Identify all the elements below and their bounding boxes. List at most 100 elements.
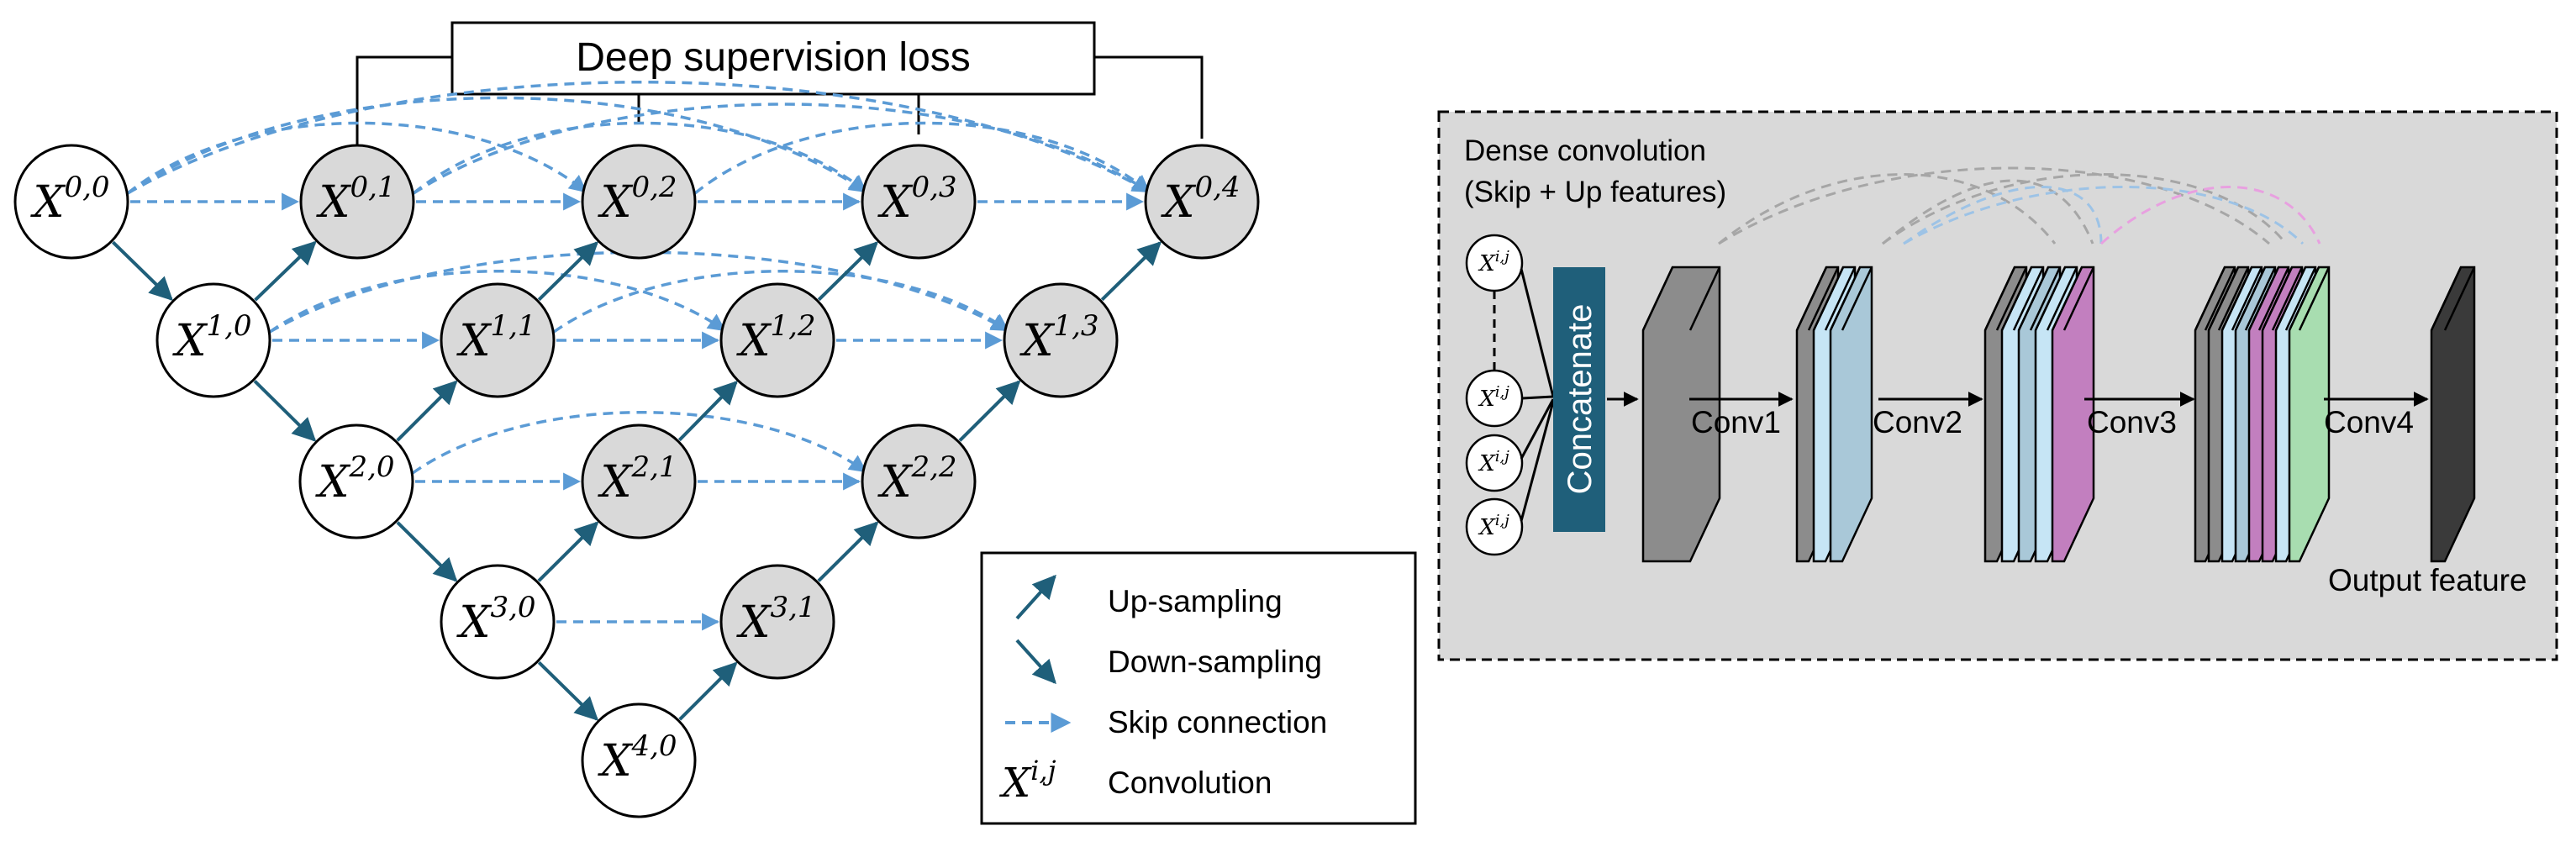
legend: Up-sampling Down-sampling Skip connectio… xyxy=(980,551,1417,825)
loss-box-label: Deep supervision loss xyxy=(576,35,971,80)
skip-connections xyxy=(126,81,1151,631)
svg-text:Xi,j: Xi,j xyxy=(1478,512,1509,540)
node-circle xyxy=(581,144,697,260)
node-circle xyxy=(1144,144,1260,260)
node-x3-1: X3,1 xyxy=(719,564,835,680)
legend-down-arrow-icon xyxy=(1015,639,1056,685)
skip-connection-arrow xyxy=(693,121,1151,195)
up-sampling-arrow xyxy=(537,521,599,582)
node-x1-0: X1,0 xyxy=(155,282,271,398)
node-circle xyxy=(440,282,556,398)
up-sampling-arrow xyxy=(537,241,599,302)
node-label: X2,2 xyxy=(877,450,956,508)
node-circle xyxy=(719,282,835,398)
legend-down-label: Down-sampling xyxy=(1108,644,1322,679)
node-x0-0: X0,0 xyxy=(13,144,129,260)
conv2-label: Conv2 xyxy=(1873,405,1962,439)
node-label: X2,1 xyxy=(597,450,677,508)
node-x4-0: X4,0 xyxy=(581,702,697,818)
feature-layers xyxy=(1641,266,2476,563)
skip-connection-arrow xyxy=(552,270,1009,334)
node-x0-1: X0,1 xyxy=(299,144,415,260)
node-x1-3: X1,3 xyxy=(1003,282,1119,398)
dense-skip-arcs xyxy=(1718,166,2321,245)
down-sampling-arrow xyxy=(111,240,173,302)
node-label: X1,2 xyxy=(735,309,815,366)
dense-title-line2: (Skip + Up features) xyxy=(1464,176,1726,208)
node-label: X4,0 xyxy=(597,729,677,786)
legend-up-label: Up-sampling xyxy=(1108,584,1283,618)
conv4-label: Conv4 xyxy=(2324,405,2414,439)
node-x1-1: X1,1 xyxy=(440,282,556,398)
node-label: X1,0 xyxy=(171,309,251,366)
node-x3-0: X3,0 xyxy=(440,564,556,680)
concatenate-label: Concatenate xyxy=(1562,304,1599,495)
legend-skip-label: Skip connection xyxy=(1108,705,1327,739)
node-label: X1,3 xyxy=(1019,309,1098,366)
down-sampling-arrow xyxy=(396,521,458,582)
dense-input-node: Xi,j xyxy=(1465,497,1524,556)
skip-connection-arrow xyxy=(412,121,867,195)
skip-connection-arrow xyxy=(269,250,1009,334)
svg-text:Xi,j: Xi,j xyxy=(1478,248,1509,276)
conv3-label: Conv3 xyxy=(2087,405,2177,439)
node-circle xyxy=(719,564,835,680)
legend-up-arrow-icon xyxy=(1015,574,1056,620)
node-label: X0,3 xyxy=(877,171,956,228)
dense-input-node: Xi,j xyxy=(1465,434,1524,492)
up-sampling-arrow xyxy=(677,380,738,442)
skip-connection-arrow xyxy=(127,96,867,195)
node-label: X0,1 xyxy=(315,171,395,228)
node-label: X0,4 xyxy=(1160,171,1240,228)
dense-title-line1: Dense convolution xyxy=(1464,134,1706,167)
up-sampling-arrow xyxy=(958,380,1021,442)
node-x0-2: X0,2 xyxy=(581,144,697,260)
node-circle xyxy=(13,144,129,260)
node-circle xyxy=(298,424,414,539)
nodes: X0,0 X0,1 X0,2 X0,3 X0,4X1,0 X1,1 X1,2 X1,3X2,0… xyxy=(13,144,1260,818)
node-x2-1: X2,1 xyxy=(581,424,697,539)
legend-conv-symbol: Xi,j xyxy=(998,755,1056,807)
node-x2-2: X2,2 xyxy=(861,424,977,539)
up-sampling-arrow xyxy=(817,241,879,302)
up-sampling-arrow xyxy=(1100,241,1162,302)
down-sampling-arrow xyxy=(253,380,317,442)
sampling-arrows xyxy=(111,240,1162,721)
node-x0-3: X0,3 xyxy=(861,144,977,260)
up-sampling-arrow xyxy=(396,380,458,442)
node-label: X1,1 xyxy=(456,309,535,366)
node-x0-4: X0,4 xyxy=(1144,144,1260,260)
output-feature-label: Output feature xyxy=(2328,563,2527,597)
node-circle xyxy=(581,702,697,818)
conv1-label: Conv1 xyxy=(1691,405,1781,439)
node-label: X3,0 xyxy=(456,591,535,648)
svg-text:Xi,j: Xi,j xyxy=(1478,383,1509,412)
concatenate-block: Concatenate xyxy=(1553,267,1605,532)
skip-connection-arrow xyxy=(411,411,867,475)
skip-connection-arrow xyxy=(413,103,1151,195)
node-circle xyxy=(861,424,977,539)
up-sampling-arrow xyxy=(817,521,879,582)
node-x1-2: X1,2 xyxy=(719,282,835,398)
node-label: X0,0 xyxy=(29,171,109,228)
dense-input-node: Xi,j xyxy=(1465,234,1524,292)
node-x2-0: X2,0 xyxy=(298,424,414,539)
node-label: X2,0 xyxy=(314,450,394,508)
skip-connection-arrow xyxy=(268,270,726,334)
node-circle xyxy=(581,424,697,539)
dense-inputs: Xi,j Xi,j Xi,j Xi,j xyxy=(1465,234,1555,556)
dense-input-node: Xi,j xyxy=(1465,369,1524,428)
down-sampling-arrow xyxy=(537,660,599,721)
legend-conv-label: Convolution xyxy=(1108,765,1272,800)
node-circle xyxy=(1003,282,1119,398)
node-circle xyxy=(299,144,415,260)
dense-convolution-panel: Dense convolution (Skip + Up features) X… xyxy=(1437,110,2558,661)
up-sampling-arrow xyxy=(678,661,738,721)
node-circle xyxy=(155,282,271,398)
loss-box: Deep supervision loss xyxy=(450,21,1096,96)
up-sampling-arrow xyxy=(254,240,317,302)
node-label: X0,2 xyxy=(597,171,677,228)
node-circle xyxy=(861,144,977,260)
node-label: X3,1 xyxy=(735,591,815,648)
